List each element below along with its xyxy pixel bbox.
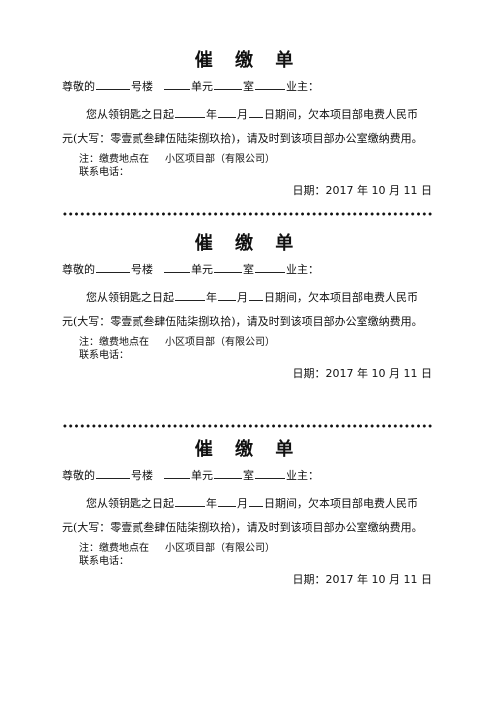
unit-label: 单元	[191, 469, 213, 482]
dotted-separator	[62, 424, 434, 428]
room-label: 室	[243, 469, 254, 482]
year-label: 年	[206, 108, 217, 121]
contact-phone-label: 联系电话：	[79, 556, 129, 567]
body-prefix: 您从领钥匙之日起	[86, 291, 174, 304]
note-location-value: 小区项目部（有限公司）	[165, 543, 275, 554]
body-line-1: 您从领钥匙之日起 年 月 日期间，欠本项目部电费人民币	[86, 289, 418, 305]
notice-title: 催 缴 单	[194, 50, 302, 71]
body-line-2: 元(大写：零壹贰叁肆伍陆柒捌玖拾)，请及时到该项目部办公室缴纳费用。	[62, 132, 423, 145]
room-label: 室	[243, 263, 254, 276]
payment-location-note: 注：缴费地点在 小区项目部（有限公司）	[79, 337, 275, 349]
month-label: 月	[237, 291, 248, 304]
notice-title: 催 缴 单	[194, 233, 302, 254]
note-location-value: 小区项目部（有限公司）	[165, 154, 275, 165]
note-location-value: 小区项目部（有限公司）	[165, 337, 275, 348]
notice-2: 催 缴 单 尊敬的 号楼 单元 室 业主： 您从领钥匙之日起 年 月 日期间，欠本项目部电费人…	[0, 233, 496, 383]
greeting-line: 尊敬的 号楼 单元 室 业主：	[62, 261, 319, 277]
room-label: 室	[243, 80, 254, 93]
body-suffix: 日期间，欠本项目部电费人民币	[264, 291, 418, 304]
note-location-label: 注：缴费地点在	[79, 154, 149, 165]
month-blank	[218, 495, 236, 507]
contact-phone-label: 联系电话：	[79, 350, 129, 361]
body-prefix: 您从领钥匙之日起	[86, 497, 174, 510]
greeting-line: 尊敬的 号楼 单元 室 业主：	[62, 467, 319, 483]
notice-date: 日期：2017 年 10 月 11 日	[292, 367, 432, 380]
building-label: 号楼	[131, 263, 153, 276]
room-blank	[214, 261, 242, 273]
body-line-1: 您从领钥匙之日起 年 月 日期间，欠本项目部电费人民币	[86, 495, 418, 511]
greeting-prefix: 尊敬的	[62, 80, 95, 93]
unit-blank	[164, 261, 190, 273]
notice-title: 催 缴 单	[194, 439, 302, 460]
body-line-2: 元(大写：零壹贰叁肆伍陆柒捌玖拾)，请及时到该项目部办公室缴纳费用。	[62, 315, 423, 328]
note-location-label: 注：缴费地点在	[79, 337, 149, 348]
building-blank	[96, 467, 130, 479]
note-location-label: 注：缴费地点在	[79, 543, 149, 554]
year-label: 年	[206, 497, 217, 510]
month-blank	[218, 289, 236, 301]
owner-blank	[255, 467, 285, 479]
year-label: 年	[206, 291, 217, 304]
room-blank	[214, 78, 242, 90]
owner-label: 业主：	[286, 469, 319, 482]
room-blank	[214, 467, 242, 479]
month-blank	[218, 106, 236, 118]
building-blank	[96, 261, 130, 273]
owner-blank	[255, 78, 285, 90]
greeting-prefix: 尊敬的	[62, 469, 95, 482]
owner-label: 业主：	[286, 80, 319, 93]
body-prefix: 您从领钥匙之日起	[86, 108, 174, 121]
unit-blank	[164, 78, 190, 90]
greeting-line: 尊敬的 号楼 单元 室 业主：	[62, 78, 319, 94]
unit-blank	[164, 467, 190, 479]
day-blank	[249, 495, 263, 507]
year-blank	[175, 106, 205, 118]
year-blank	[175, 289, 205, 301]
body-line-2: 元(大写：零壹贰叁肆伍陆柒捌玖拾)，请及时到该项目部办公室缴纳费用。	[62, 521, 423, 534]
notice-date: 日期：2017 年 10 月 11 日	[292, 184, 432, 197]
greeting-prefix: 尊敬的	[62, 263, 95, 276]
notice-date: 日期：2017 年 10 月 11 日	[292, 573, 432, 586]
body-suffix: 日期间，欠本项目部电费人民币	[264, 108, 418, 121]
building-label: 号楼	[131, 80, 153, 93]
building-blank	[96, 78, 130, 90]
day-blank	[249, 106, 263, 118]
unit-label: 单元	[191, 263, 213, 276]
dotted-separator	[62, 212, 434, 216]
notice-1: 催 缴 单 尊敬的 号楼 单元 室 业主： 您从领钥匙之日起 年 月 日期间，欠本项目部电费人…	[0, 50, 496, 200]
owner-label: 业主：	[286, 263, 319, 276]
payment-location-note: 注：缴费地点在 小区项目部（有限公司）	[79, 154, 275, 166]
notice-3: 催 缴 单 尊敬的 号楼 单元 室 业主： 您从领钥匙之日起 年 月 日期间，欠本项目部电费人…	[0, 439, 496, 589]
month-label: 月	[237, 108, 248, 121]
year-blank	[175, 495, 205, 507]
body-line-1: 您从领钥匙之日起 年 月 日期间，欠本项目部电费人民币	[86, 106, 418, 122]
day-blank	[249, 289, 263, 301]
owner-blank	[255, 261, 285, 273]
month-label: 月	[237, 497, 248, 510]
payment-location-note: 注：缴费地点在 小区项目部（有限公司）	[79, 543, 275, 555]
contact-phone-label: 联系电话：	[79, 167, 129, 178]
building-label: 号楼	[131, 469, 153, 482]
unit-label: 单元	[191, 80, 213, 93]
body-suffix: 日期间，欠本项目部电费人民币	[264, 497, 418, 510]
